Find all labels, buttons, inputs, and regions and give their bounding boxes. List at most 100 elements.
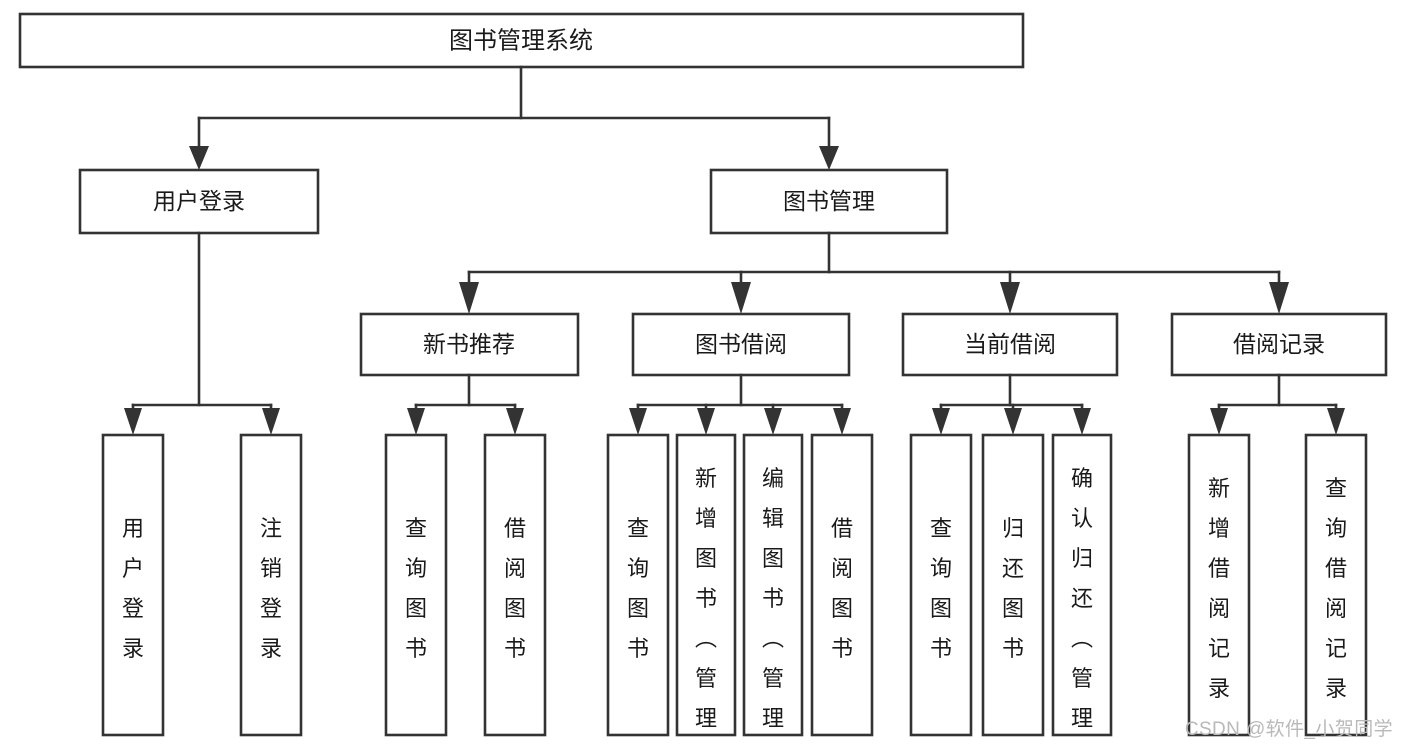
leaf-query-borrow-record-box	[1304, 433, 1368, 737]
leaf-query-book-current[interactable]	[909, 433, 973, 737]
svg-text:新: 新	[1208, 476, 1230, 501]
leaf-logout-box	[239, 433, 303, 737]
leaf-label-0: 用户登录	[122, 516, 144, 661]
svg-text:书: 书	[930, 636, 952, 661]
node-new-book-recommend-label: 新书推荐	[423, 331, 515, 357]
node-current-borrow-box	[901, 312, 1119, 377]
svg-text:查: 查	[1325, 476, 1347, 501]
svg-text:书: 书	[405, 636, 427, 661]
node-current-borrow[interactable]: 当前借阅	[901, 312, 1119, 377]
leaf-query-borrow-record[interactable]	[1304, 433, 1368, 737]
svg-text:书: 书	[627, 636, 649, 661]
svg-text:︵: ︵	[762, 626, 784, 651]
svg-text:借: 借	[1325, 556, 1347, 581]
svg-text:归: 归	[1071, 546, 1093, 571]
connector-root-to-level2	[189, 65, 839, 170]
leaf-add-book-admin[interactable]	[675, 433, 737, 737]
svg-text:书: 书	[504, 636, 526, 661]
node-borrow-record[interactable]: 借阅记录	[1170, 312, 1388, 377]
svg-text:书: 书	[695, 586, 717, 611]
svg-text:确: 确	[1071, 466, 1093, 491]
leaf-borrow-book[interactable]	[810, 433, 874, 737]
svg-text:借: 借	[1208, 556, 1230, 581]
svg-text:管: 管	[695, 666, 717, 691]
leaf-user-login-box	[101, 433, 165, 737]
svg-text:记: 记	[1325, 636, 1347, 661]
svg-text:还: 还	[1071, 586, 1093, 611]
svg-text:注: 注	[260, 516, 282, 541]
svg-text:登: 登	[122, 596, 144, 621]
leaf-logout[interactable]	[239, 433, 303, 737]
leaf-query-book-rec-box	[384, 433, 448, 737]
svg-text:询: 询	[405, 556, 427, 581]
svg-text:图: 图	[627, 596, 649, 621]
svg-text:图: 图	[1002, 596, 1024, 621]
node-new-book-recommend[interactable]: 新书推荐	[359, 312, 580, 377]
node-root-box	[18, 12, 1025, 69]
svg-text:图: 图	[405, 596, 427, 621]
svg-text:图: 图	[695, 546, 717, 571]
node-book-manage[interactable]: 图书管理	[709, 168, 949, 235]
svg-text:图: 图	[762, 546, 784, 571]
svg-text:理: 理	[695, 706, 717, 731]
node-current-borrow-label: 当前借阅	[964, 331, 1056, 357]
leaf-add-borrow-record[interactable]	[1187, 433, 1251, 737]
leaf-query-book-rec[interactable]	[384, 433, 448, 737]
leaf-confirm-return-admin[interactable]	[1051, 433, 1113, 737]
leaf-borrow-book-rec[interactable]	[483, 433, 547, 737]
svg-text:录: 录	[1208, 676, 1230, 701]
leaf-query-book-borrow-box	[606, 433, 670, 737]
svg-text:理: 理	[1071, 706, 1093, 731]
node-user-login[interactable]: 用户登录	[78, 168, 320, 235]
node-book-manage-label: 图书管理	[783, 188, 875, 214]
arrow-to-user-login	[189, 146, 209, 170]
leaf-edit-book-admin[interactable]	[742, 433, 804, 737]
svg-text:书: 书	[831, 636, 853, 661]
svg-text:阅: 阅	[831, 556, 853, 581]
watermark-text: CSDN @软件_小贺同学	[1184, 719, 1393, 740]
node-borrow-record-label: 借阅记录	[1233, 331, 1325, 357]
node-user-login-box	[78, 168, 320, 235]
connector-book-borrow-to-leaves	[629, 373, 851, 435]
connector-borrow-record-to-leaves	[1210, 373, 1345, 435]
arrow-to-current-borrow	[1000, 282, 1020, 314]
leaf-edit-book-admin-box	[742, 433, 804, 737]
leaf-add-book-admin-box	[675, 433, 737, 737]
leaf-borrow-book-box	[810, 433, 874, 737]
svg-text:︵: ︵	[1071, 626, 1093, 651]
arrow-to-new-book-rec	[459, 282, 479, 314]
leaf-user-login[interactable]	[101, 433, 165, 737]
leaf-return-book[interactable]	[981, 433, 1045, 737]
svg-text:︵: ︵	[695, 626, 717, 651]
node-book-borrow[interactable]: 图书借阅	[631, 312, 851, 377]
svg-text:图: 图	[504, 596, 526, 621]
node-book-borrow-label: 图书借阅	[695, 331, 787, 357]
leaf-add-borrow-record-box	[1187, 433, 1251, 737]
svg-text:询: 询	[1325, 516, 1347, 541]
node-user-login-label: 用户登录	[153, 188, 245, 214]
svg-text:增: 增	[1208, 516, 1230, 541]
svg-text:借: 借	[831, 516, 853, 541]
svg-text:新: 新	[695, 466, 717, 491]
svg-text:登: 登	[260, 596, 282, 621]
svg-text:录: 录	[1325, 676, 1347, 701]
leaf-borrow-book-rec-box	[483, 433, 547, 737]
svg-text:增: 增	[695, 506, 717, 531]
leaf-query-book-borrow[interactable]	[606, 433, 670, 737]
svg-text:录: 录	[122, 636, 144, 661]
svg-text:录: 录	[260, 636, 282, 661]
svg-text:户: 户	[122, 556, 144, 581]
leaf-label-layer: 用户登录注销登录查询图书借阅图书查询图书新增图书︵管理员︶编辑图书︵管理员︶借阅…	[122, 466, 1347, 747]
leaf-query-book-current-box	[909, 433, 973, 737]
svg-text:辑: 辑	[762, 506, 784, 531]
svg-text:阅: 阅	[1325, 596, 1347, 621]
node-root[interactable]: 图书管理系统	[18, 12, 1025, 69]
connector-user-login-to-leaves	[124, 231, 280, 435]
